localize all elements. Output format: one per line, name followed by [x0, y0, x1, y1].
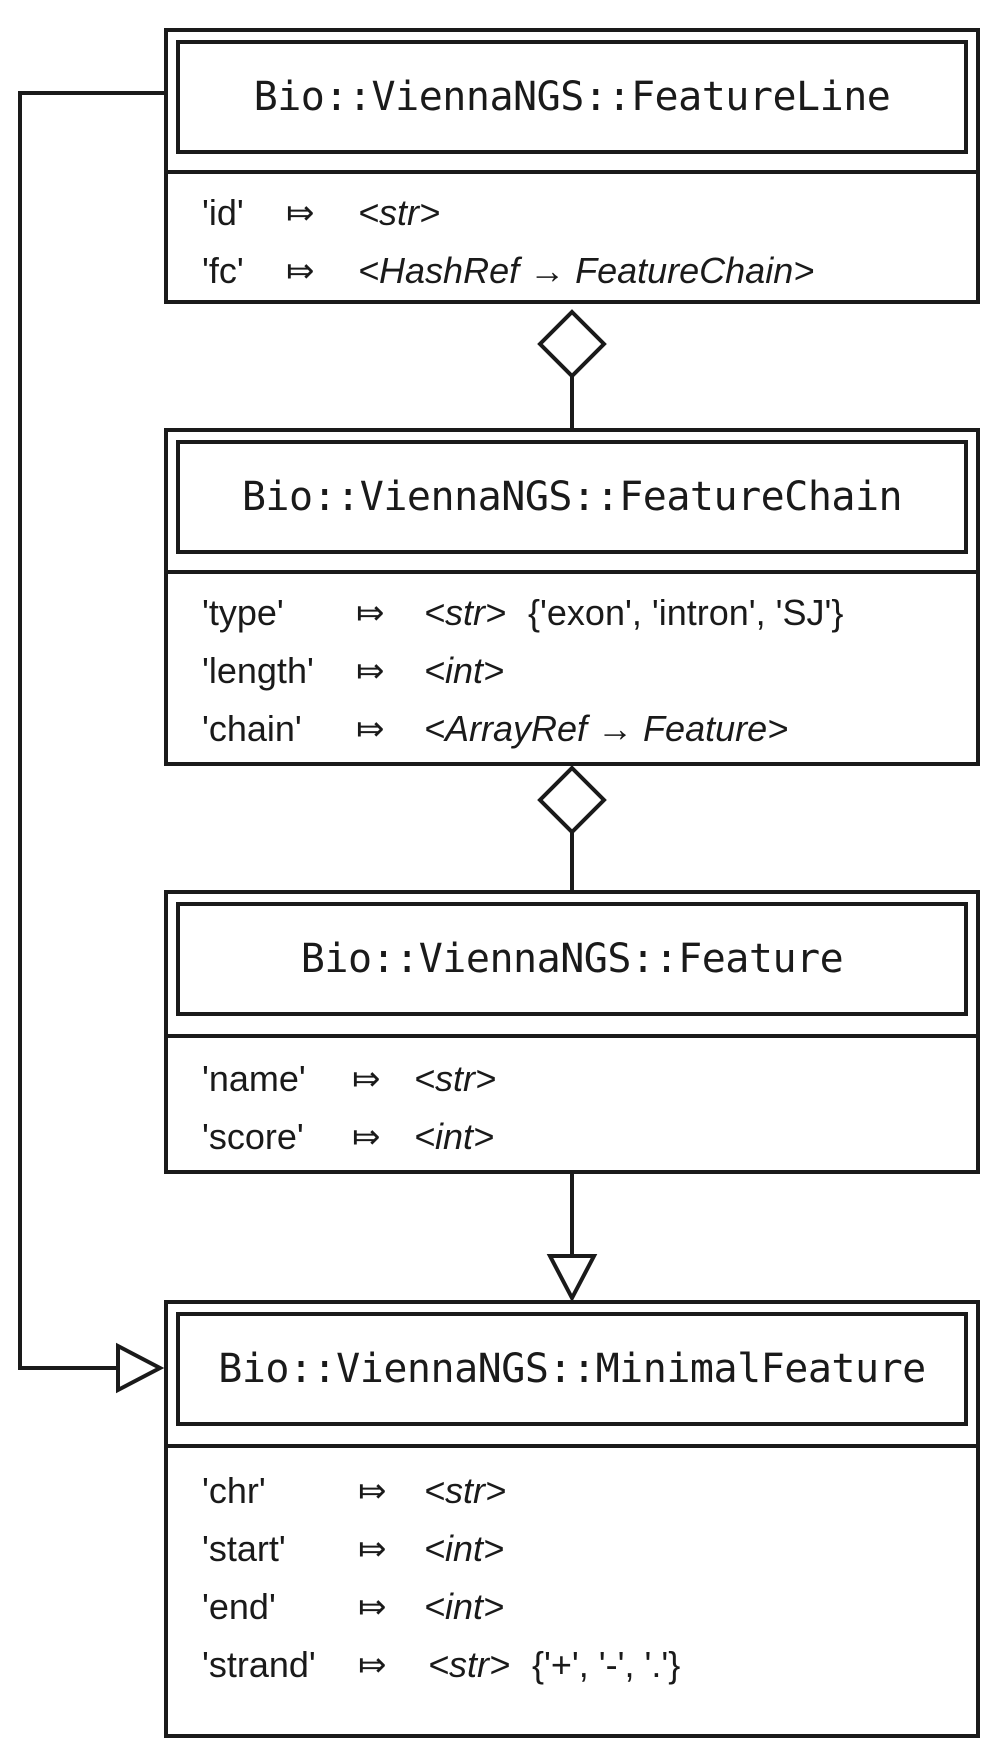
attribute-type: <ArrayRef → Feature> [424, 708, 789, 749]
maps-to-icon: ⤇ [352, 1118, 381, 1156]
class-featurechain: Bio::ViennaNGS::FeatureChain 'type' ⤇ <s… [164, 428, 980, 766]
class-name: Bio::ViennaNGS::FeatureLine [176, 40, 968, 154]
attribute-type: <str> [424, 592, 507, 633]
attribute-key: 'strand' [202, 1644, 316, 1685]
aggregation-diamond-featureline [537, 309, 607, 379]
attribute-key: 'score' [202, 1116, 304, 1157]
class-name: Bio::ViennaNGS::FeatureChain [176, 440, 968, 554]
maps-to-icon: ⤇ [286, 194, 315, 232]
attribute-type: <str> [424, 1470, 507, 1511]
maps-to-icon: ⤇ [358, 1588, 387, 1626]
attribute-values: {'+', '-', '.'} [532, 1644, 681, 1685]
attribute-key: 'end' [202, 1586, 276, 1627]
attribute-values: {'exon', 'intron', 'SJ'} [528, 592, 844, 633]
class-minimalfeature: Bio::ViennaNGS::MinimalFeature 'chr' ⤇ <… [164, 1300, 980, 1738]
attribute-type: <int> [414, 1116, 495, 1157]
attribute-key: 'id' [202, 192, 244, 233]
maps-to-icon: ⤇ [358, 1530, 387, 1568]
attribute-type: <str> [414, 1058, 497, 1099]
attribute-key: 'type' [202, 592, 284, 633]
class-name: Bio::ViennaNGS::MinimalFeature [176, 1312, 968, 1426]
attribute-type: <str> [358, 192, 441, 233]
maps-to-icon: ⤇ [358, 1646, 387, 1684]
attribute-type: <HashRef → FeatureChain> [358, 250, 815, 291]
maps-to-icon: ⤇ [358, 1472, 387, 1510]
attribute-type: <str> [428, 1644, 511, 1685]
generalization-arrowhead-left [116, 1342, 165, 1394]
generalization-featureline-to-minimalfeature [18, 91, 164, 1370]
attribute-key: 'fc' [202, 250, 244, 291]
attribute-type: <int> [424, 1528, 505, 1569]
maps-to-icon: ⤇ [352, 1060, 381, 1098]
attribute-type: <int> [424, 650, 505, 691]
class-feature: Bio::ViennaNGS::Feature 'name' ⤇ <str> '… [164, 890, 980, 1174]
maps-to-icon: ⤇ [286, 252, 315, 290]
attribute-key: 'chr' [202, 1470, 266, 1511]
class-featureline: Bio::ViennaNGS::FeatureLine 'id' ⤇ <str>… [164, 28, 980, 304]
attribute-key: 'chain' [202, 708, 302, 749]
maps-to-icon: ⤇ [356, 594, 385, 632]
class-name: Bio::ViennaNGS::Feature [176, 902, 968, 1016]
attribute-key: 'name' [202, 1058, 306, 1099]
maps-to-icon: ⤇ [356, 652, 385, 690]
maps-to-icon: ⤇ [356, 710, 385, 748]
attribute-key: 'length' [202, 650, 314, 691]
generalization-arrowhead-down [546, 1254, 598, 1303]
attribute-type: <int> [424, 1586, 505, 1627]
aggregation-diamond-featurechain [537, 765, 607, 835]
attribute-key: 'start' [202, 1528, 286, 1569]
